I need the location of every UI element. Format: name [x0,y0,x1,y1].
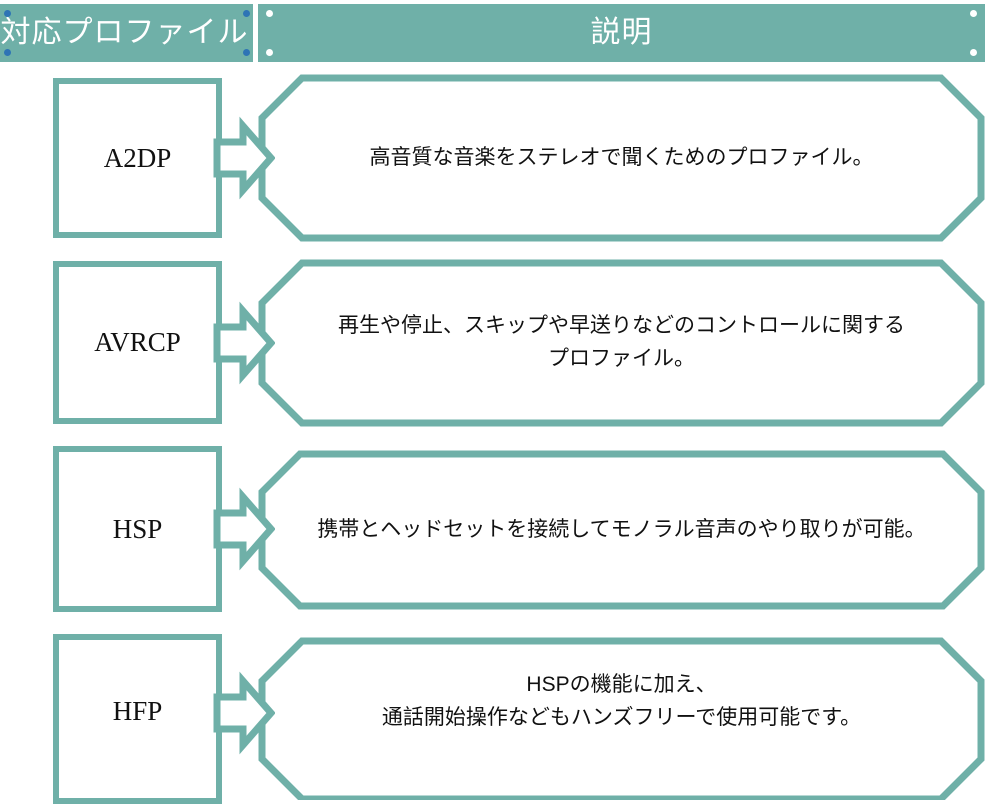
description-shape[interactable]: HSPの機能に加え、 通話開始操作などもハンズフリーで使用可能です。 [258,637,985,800]
arrow-right-icon [213,116,275,200]
header-profile-label: 対応プロファイル [0,16,249,49]
header-description-label: 説明 [590,16,653,49]
arrow-right-icon [213,671,275,755]
description-text: 携帯とヘッドセットを接続してモノラル音声のやり取りが可能。 [258,450,985,610]
profile-label: HSP [112,513,163,544]
profile-box[interactable]: A2DP [53,78,222,238]
profile-box[interactable]: HSP [53,446,222,612]
profile-box[interactable]: HFP [53,634,222,804]
description-text: HSPの機能に加え、 通話開始操作などもハンズフリーで使用可能です。 [258,637,985,800]
description-line: 再生や停止、スキップや早送りなどのコントロールに関する [338,314,905,338]
profile-box[interactable]: AVRCP [53,261,222,424]
selection-handle-top-right[interactable] [243,10,250,17]
description-line: HSPの機能に加え、 [526,673,717,696]
header-cell-description[interactable]: 説明 [258,4,985,62]
profile-label: AVRCP [94,327,181,357]
description-text: 高音質な音楽をステレオで聞くためのプロファイル。 [258,74,985,242]
selection-handle-bottom-left[interactable] [266,49,273,56]
description-line: 携帯とヘッドセットを接続してモノラル音声のやり取りが可能。 [317,517,926,541]
selection-handle-bottom-right[interactable] [243,49,250,56]
profile-label: HFP [112,695,163,726]
description-line: プロファイル。 [548,347,695,370]
description-line: 高音質な音楽をステレオで聞くためのプロファイル。 [369,145,874,169]
description-shape[interactable]: 再生や停止、スキップや早送りなどのコントロールに関する プロファイル。 [258,259,985,427]
description-shape[interactable]: 携帯とヘッドセットを接続してモノラル音声のやり取りが可能。 [258,450,985,610]
arrow-right-icon [213,487,275,571]
description-shape[interactable]: 高音質な音楽をステレオで聞くためのプロファイル。 [258,74,985,242]
description-text: 再生や停止、スキップや早送りなどのコントロールに関する プロファイル。 [258,259,985,427]
selection-handle-top-left[interactable] [4,10,11,17]
selection-handle-top-right[interactable] [970,10,977,17]
profile-label: A2DP [103,142,172,173]
arrow-right-icon [213,301,275,385]
selection-handle-bottom-right[interactable] [970,49,977,56]
header-cell-profile[interactable]: 対応プロファイル [0,4,253,62]
description-line: 通話開始操作などもハンズフリーで使用可能です。 [381,705,862,729]
selection-handle-top-left[interactable] [266,10,273,17]
selection-handle-bottom-left[interactable] [4,49,11,56]
